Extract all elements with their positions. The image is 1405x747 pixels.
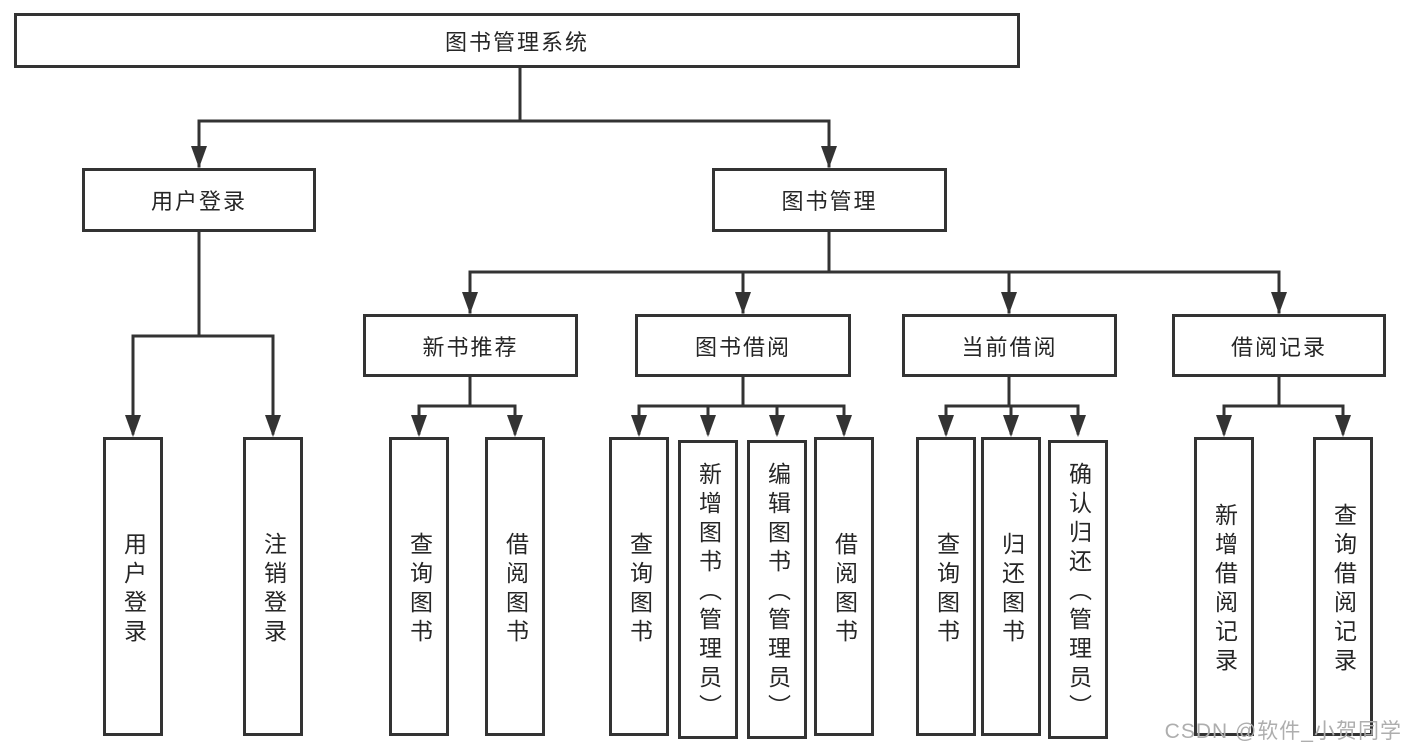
leaf-current-confirm-return-admin: 确认归还（管理员） [1048,440,1108,739]
node-book-borrow: 图书借阅 [635,314,851,377]
leaf-logout: 注销登录 [243,437,303,736]
leaf-current-return-books: 归还图书 [981,437,1041,736]
node-book-management: 图书管理 [712,168,947,232]
leaf-recommend-query-books: 查询图书 [389,437,449,736]
leaf-user-login: 用户登录 [103,437,163,736]
node-current-borrow: 当前借阅 [902,314,1117,377]
node-user-login: 用户登录 [82,168,316,232]
leaf-borrow-add-books-admin: 新增图书（管理员） [678,440,738,739]
leaf-records-query-record: 查询借阅记录 [1313,437,1373,736]
leaf-borrow-query-books: 查询图书 [609,437,669,736]
node-library-management-system: 图书管理系统 [14,13,1020,68]
leaf-records-add-record: 新增借阅记录 [1194,437,1254,736]
leaf-current-query-books: 查询图书 [916,437,976,736]
node-new-book-recommend: 新书推荐 [363,314,578,377]
leaf-borrow-edit-books-admin: 编辑图书（管理员） [747,440,807,739]
leaf-recommend-borrow-books: 借阅图书 [485,437,545,736]
leaf-borrow-borrow-books: 借阅图书 [814,437,874,736]
node-borrow-records: 借阅记录 [1172,314,1386,377]
watermark: CSDN @软件_小贺同学 [1164,720,1402,743]
